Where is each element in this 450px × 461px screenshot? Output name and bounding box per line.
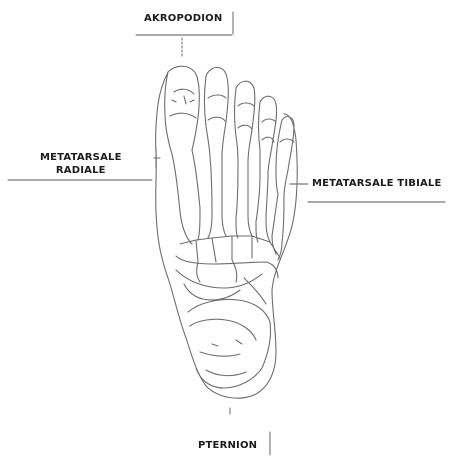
- metatarsal-2: [208, 156, 226, 238]
- cuneiform-row: [180, 236, 280, 258]
- metatarsal-4: [256, 174, 270, 242]
- toe-3: [235, 81, 255, 164]
- toe-1: [165, 66, 200, 154]
- leader-lines: [8, 12, 445, 455]
- pternion-label: PTERNION: [198, 439, 257, 452]
- toe-2: [205, 67, 229, 158]
- metatarsale-radiale-line1: METATARSALE: [40, 151, 122, 164]
- navicular-cuboid: [176, 256, 278, 278]
- metatarsale-radiale-line2: RADIALE: [40, 164, 122, 177]
- toe-4: [259, 96, 277, 176]
- metatarsale-tibiale-label: METATARSALE TIBIALE: [312, 177, 442, 190]
- metatarsal-3: [236, 162, 252, 238]
- talus: [176, 270, 262, 288]
- metatarsal-5: [272, 194, 284, 260]
- akropodion-label: AKROPODION: [144, 12, 222, 25]
- metatarsal-1: [172, 150, 200, 244]
- metatarsale-radiale-label: METATARSALE RADIALE: [40, 151, 122, 177]
- calcaneus: [188, 300, 271, 389]
